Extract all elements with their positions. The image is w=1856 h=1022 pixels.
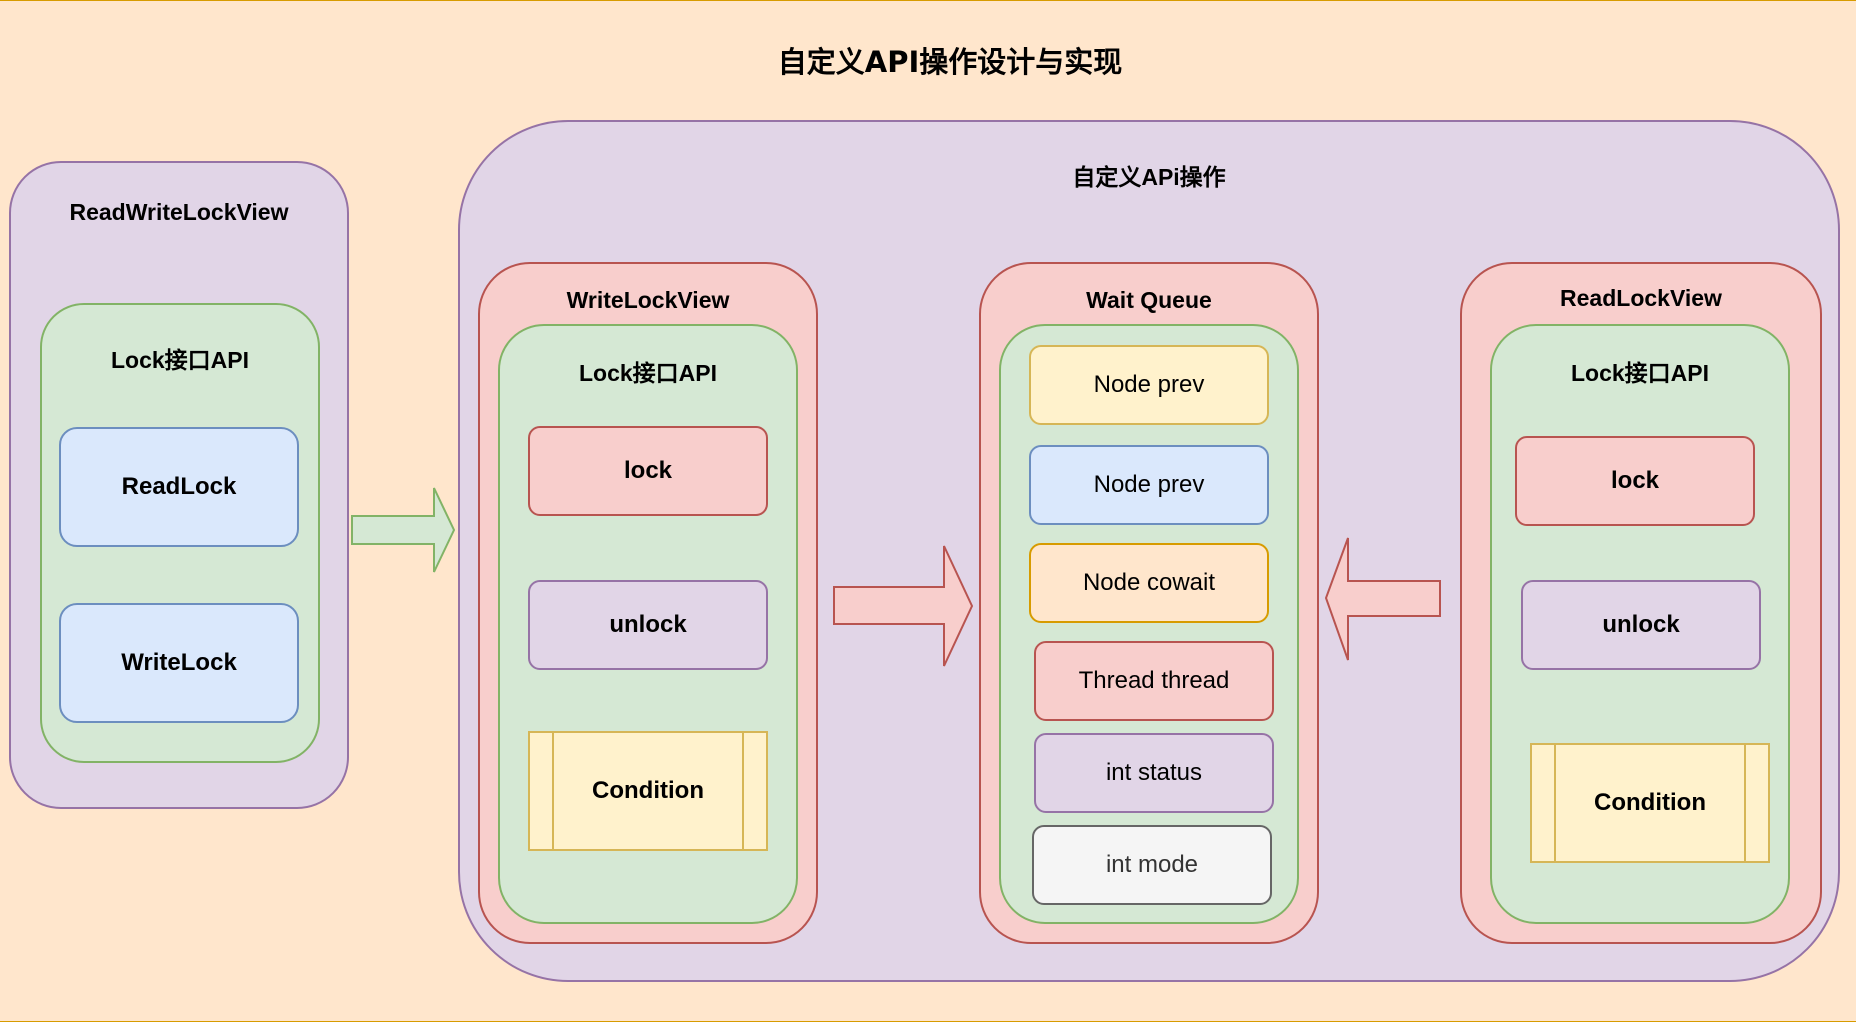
diagram-title: 自定义API操作设计与实现: [777, 45, 1123, 79]
custom-api-container: 自定义APi操作 WriteLockView Lock接口API lock un…: [458, 120, 1840, 982]
rwlv-lock-api-title: Lock接口API: [110, 347, 250, 373]
queue-node-cowait: Node cowait: [1029, 543, 1269, 623]
wait-queue-title: Wait Queue: [1086, 287, 1212, 313]
write-lock-api: Lock接口API lock unlock Condition: [498, 324, 798, 924]
write-condition-box: Condition: [528, 731, 768, 851]
queue-node-prev-1: Node prev: [1029, 345, 1269, 425]
write-lock-button: lock: [528, 426, 768, 516]
write-lock-view-title: WriteLockView: [566, 287, 730, 313]
read-lock-view: ReadLockView Lock接口API lock unlock Condi…: [1460, 262, 1822, 944]
read-write-lock-view-title: ReadWriteLockView: [69, 199, 289, 225]
read-lock-api: Lock接口API lock unlock Condition: [1490, 324, 1790, 924]
queue-node-prev-2: Node prev: [1029, 445, 1269, 525]
write-lock-box: WriteLock: [59, 603, 299, 723]
queue-int-status: int status: [1034, 733, 1274, 813]
queue-thread: Thread thread: [1034, 641, 1274, 721]
read-lock-button: lock: [1515, 436, 1755, 526]
wait-queue: Wait Queue Node prev Node prev Node cowa…: [979, 262, 1319, 944]
write-unlock-button: unlock: [528, 580, 768, 670]
wait-queue-nodes: Node prev Node prev Node cowait Thread t…: [999, 324, 1299, 924]
queue-int-mode: int mode: [1032, 825, 1272, 905]
rwlv-lock-api: Lock接口API ReadLock WriteLock: [40, 303, 320, 763]
read-condition-box: Condition: [1530, 743, 1770, 863]
read-lock-api-title: Lock接口API: [1570, 360, 1710, 386]
arrow-right-green: [351, 487, 456, 573]
read-write-lock-view: ReadWriteLockView Lock接口API ReadLock Wri…: [9, 161, 349, 809]
custom-api-title: 自定义APi操作: [1072, 164, 1226, 190]
write-lock-api-title: Lock接口API: [578, 360, 718, 386]
write-lock-view: WriteLockView Lock接口API lock unlock Cond…: [478, 262, 818, 944]
arrow-left-red: [1324, 537, 1441, 661]
arrow-right-red: [833, 545, 974, 667]
read-lock-view-title: ReadLockView: [1560, 285, 1722, 311]
read-lock-box: ReadLock: [59, 427, 299, 547]
read-unlock-button: unlock: [1521, 580, 1761, 670]
